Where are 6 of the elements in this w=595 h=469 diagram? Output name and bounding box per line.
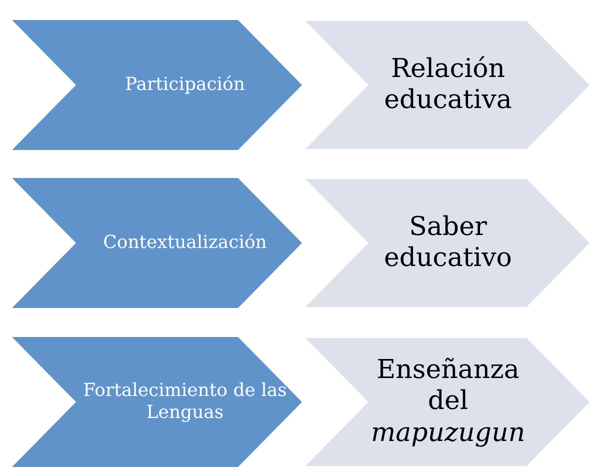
step-label: Contextualización [103,232,267,254]
step-label: Enseñanza del mapuzugun [370,355,526,449]
step-label: Fortalecimiento de las Lenguas [82,380,288,424]
step-label: Saber educativo [383,212,513,274]
step-label: Participación [125,74,245,96]
step-label: Relación educativa [383,54,513,116]
